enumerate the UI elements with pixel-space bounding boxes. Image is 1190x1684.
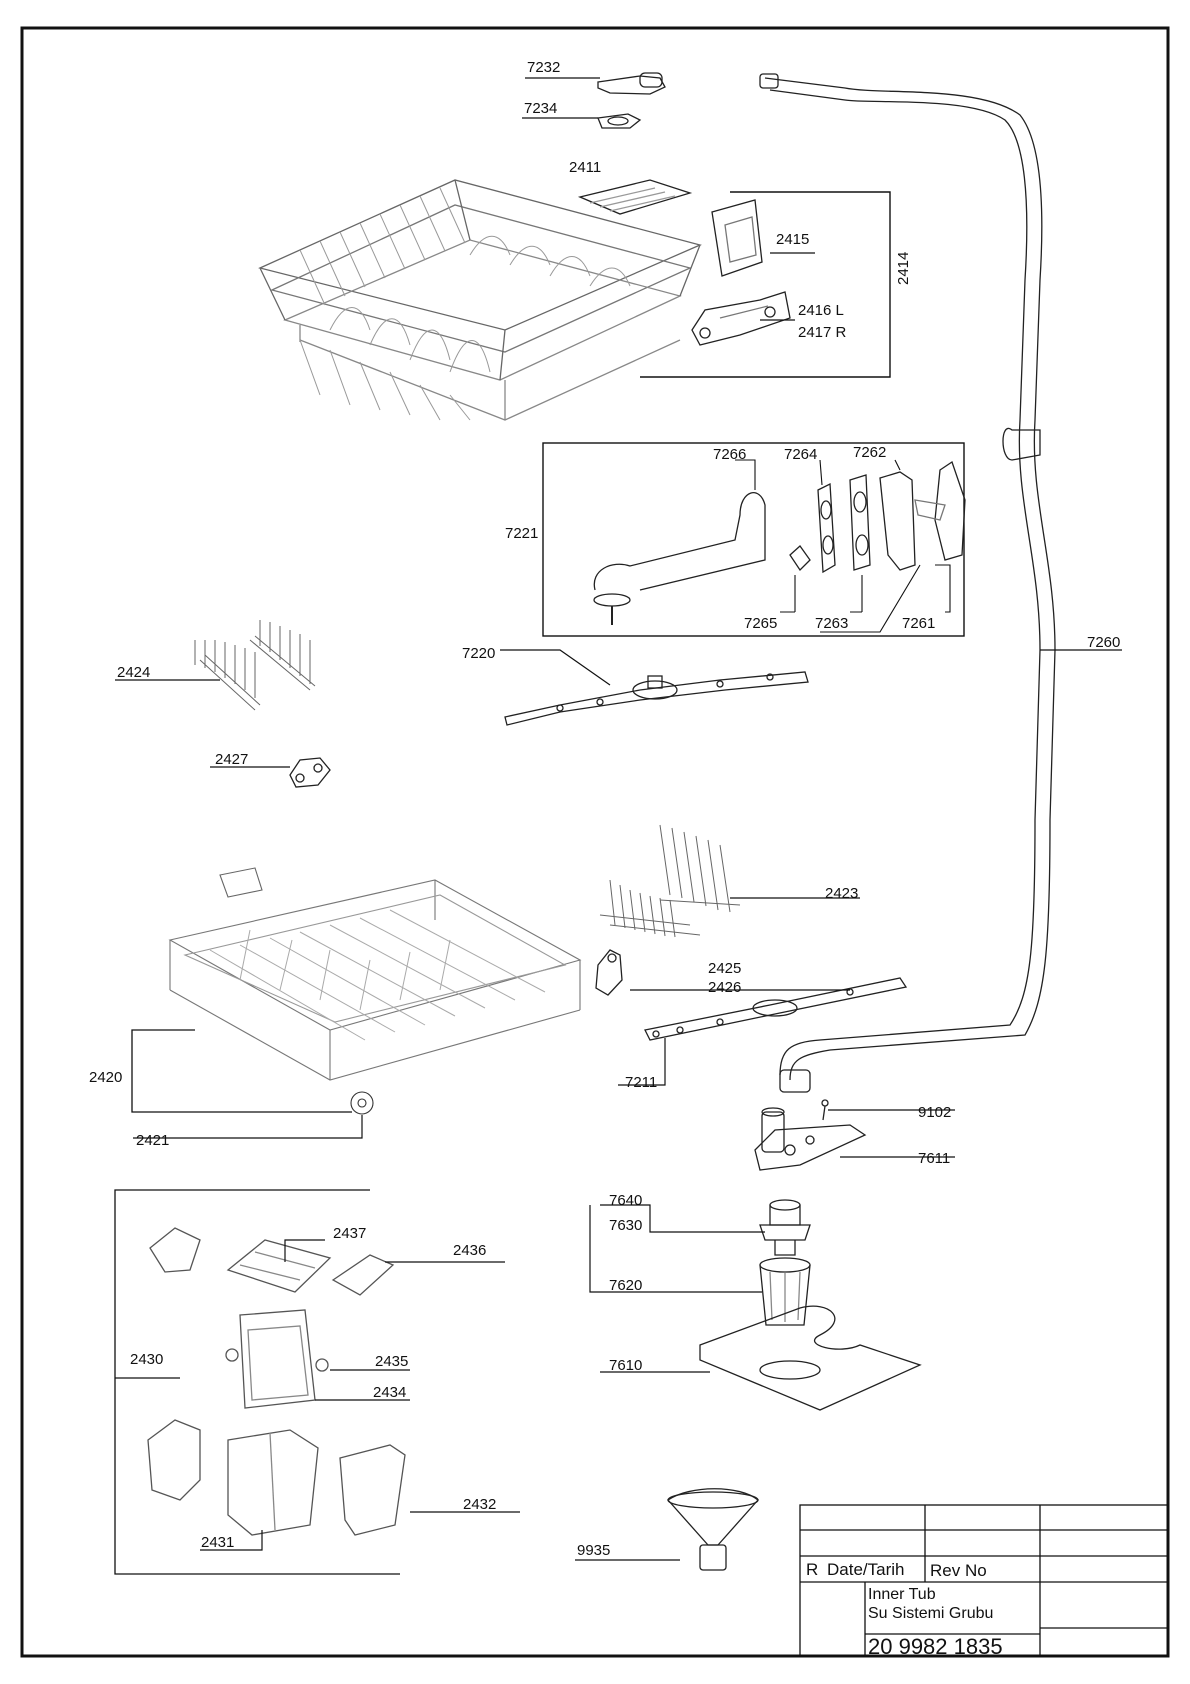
title-block-date-header: Date/Tarih xyxy=(827,1560,905,1579)
part-2424-drawing xyxy=(194,620,316,711)
part-2434-2435-drawing xyxy=(225,1309,329,1409)
label-2437: 2437 xyxy=(333,1225,367,1242)
box-7221 xyxy=(542,442,965,637)
part-7261-drawing xyxy=(914,460,966,561)
leader-2421 xyxy=(133,1115,363,1139)
label-2415: 2415 xyxy=(776,231,810,248)
label-7640: 7640 xyxy=(609,1192,643,1209)
label-7266: 7266 xyxy=(713,446,747,463)
label-2425: 2425 xyxy=(708,960,742,977)
part-7264-drawing xyxy=(817,482,836,574)
label-2426: 2426 xyxy=(708,979,742,996)
label-2436: 2436 xyxy=(453,1242,487,1259)
bracket-7640 xyxy=(589,1205,600,1293)
part-7265-drawing xyxy=(789,545,811,572)
lower-basket-drawing xyxy=(168,867,582,1115)
label-9102: 9102 xyxy=(918,1104,952,1121)
title-block-title-line1: Inner Tub xyxy=(868,1586,936,1603)
label-7265: 7265 xyxy=(744,615,778,632)
label-7262: 7262 xyxy=(853,444,887,461)
title-block-revision-header: R xyxy=(806,1560,819,1579)
label-2420: 2420 xyxy=(89,1069,123,1086)
bracket-2414 xyxy=(640,191,891,378)
title-block-rev-no-header: Rev No xyxy=(930,1561,987,1580)
upper-basket-drawing xyxy=(258,179,702,421)
part-2411-drawing xyxy=(577,179,693,215)
bracket-2420 xyxy=(131,1029,352,1113)
label-7232: 7232 xyxy=(527,59,561,76)
label-2416: 2416 L xyxy=(798,302,844,319)
part-7611-drawing xyxy=(754,1107,867,1171)
label-2417: 2417 R xyxy=(798,324,847,341)
label-2423: 2423 xyxy=(825,885,859,902)
title-block-title-line2: Su Sistemi Grubu xyxy=(868,1605,994,1622)
label-2427: 2427 xyxy=(215,751,249,768)
part-2431-2432-drawing xyxy=(147,1419,406,1536)
label-7221: 7221 xyxy=(505,525,539,542)
label-2411: 2411 xyxy=(569,159,602,176)
part-7211-drawing xyxy=(644,977,908,1041)
title-block xyxy=(799,1504,1169,1657)
label-7610: 7610 xyxy=(609,1357,643,1374)
label-7260: 7260 xyxy=(1087,634,1121,651)
part-7220-drawing xyxy=(504,671,809,726)
part-9935-drawing xyxy=(667,1488,759,1571)
label-2432: 2432 xyxy=(463,1496,497,1513)
part-7610-drawing xyxy=(699,1305,922,1411)
part-7260-drawing xyxy=(759,73,1056,1093)
title-block-drawing-number: 20 9982 1835 xyxy=(868,1634,1003,1659)
label-2421: 2421 xyxy=(136,1132,170,1149)
label-7611: 7611 xyxy=(918,1150,951,1167)
part-2425-2426-drawing xyxy=(595,949,623,996)
part-7232-drawing xyxy=(597,72,666,95)
part-7620-drawing xyxy=(759,1257,811,1326)
label-2434: 2434 xyxy=(373,1384,407,1401)
part-9102-drawing xyxy=(821,1099,829,1121)
label-7263: 7263 xyxy=(815,615,849,632)
part-7263-drawing xyxy=(849,474,871,571)
label-7220: 7220 xyxy=(462,645,496,662)
label-2431: 2431 xyxy=(201,1534,235,1551)
label-2430: 2430 xyxy=(130,1351,164,1368)
part-7234-drawing xyxy=(597,113,642,129)
label-9935: 9935 xyxy=(577,1542,611,1559)
part-7630-7640-drawing xyxy=(759,1199,811,1256)
drawing-frame xyxy=(20,26,1170,1658)
label-7264: 7264 xyxy=(784,446,818,463)
bracket-2430 xyxy=(114,1189,400,1575)
label-7630: 7630 xyxy=(609,1217,643,1234)
label-7261: 7261 xyxy=(902,615,936,632)
label-2414: 2414 xyxy=(895,251,912,285)
part-2415-drawing xyxy=(711,199,763,277)
label-7234: 7234 xyxy=(524,100,558,117)
part-2416-2417-drawing xyxy=(691,291,791,346)
label-2435: 2435 xyxy=(375,1353,409,1370)
part-2427-drawing xyxy=(289,757,331,788)
part-2423-drawing xyxy=(599,824,741,938)
part-7266-drawing xyxy=(593,492,766,625)
part-7262-drawing xyxy=(879,471,916,571)
label-7211: 7211 xyxy=(625,1074,658,1091)
leader-lines xyxy=(115,77,955,1561)
label-2424: 2424 xyxy=(117,664,151,681)
label-7620: 7620 xyxy=(609,1277,643,1294)
